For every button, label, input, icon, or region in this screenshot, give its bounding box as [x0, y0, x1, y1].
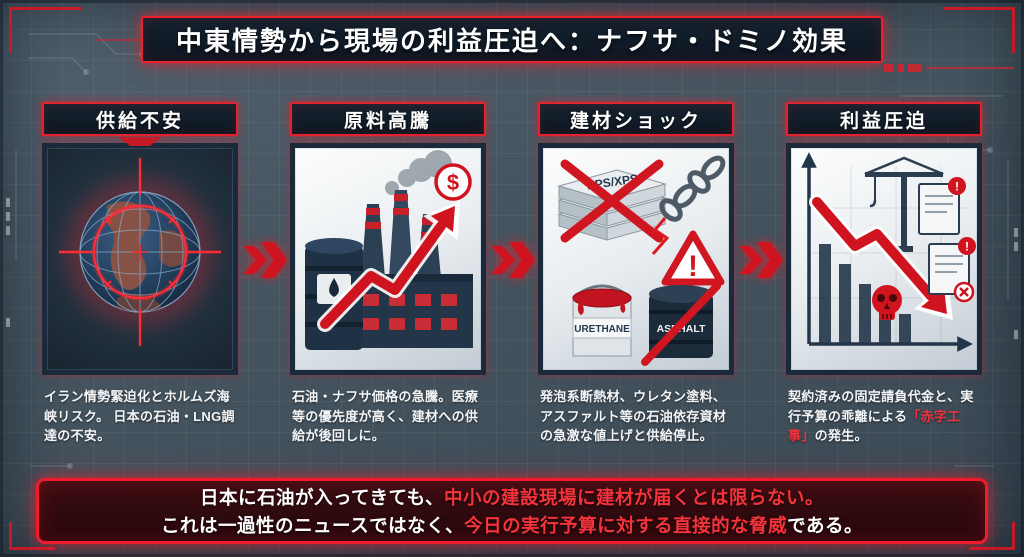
corner-bracket-top-left	[9, 7, 81, 53]
conclusion-line-2: これは一過性のニュースではなく、今日の実行予算に対する直接的な脅威である。	[39, 512, 985, 538]
prohibition-slash-icon	[641, 282, 721, 366]
document-icon: !	[918, 177, 966, 235]
materials-shock-icon: EPS/XPS !	[557, 155, 726, 366]
reject-badge-icon	[953, 281, 975, 303]
header-notch	[118, 137, 162, 146]
conclusion-text: 日本に石油が入ってきても、	[199, 487, 445, 508]
conclusion-emphasis: 中小の建設現場に建材が届くとは限らない。	[444, 487, 825, 508]
flow-arrow-1	[241, 240, 287, 280]
deficit-work-highlight: 「赤字工事」	[788, 408, 961, 444]
oil-drop-icon	[329, 278, 339, 297]
alert-label: !	[965, 240, 969, 254]
profit-collapse-icon: ! !	[801, 152, 976, 352]
panel-supply-anxiety: 供給不安	[42, 102, 238, 446]
urethane-label: URETHANE	[574, 324, 630, 335]
warning-label: !	[688, 250, 698, 283]
panel-material-shock: 建材ショック EPS/XPS	[538, 102, 734, 446]
globe-crosshair-icon	[59, 158, 221, 346]
flow-panels: 供給不安	[42, 102, 982, 446]
alert-label: !	[955, 180, 959, 194]
panel-illustration-frame: $	[290, 143, 486, 375]
panel-illustration-frame	[42, 143, 238, 375]
panel-header-label: 原料高騰	[343, 110, 432, 132]
conclusion-text: である。	[787, 515, 863, 536]
panel-caption: イラン情勢緊迫化とホルムズ海峡リスク。 日本の石油・LNG調達の不安。	[44, 389, 235, 443]
chain-icon	[659, 155, 726, 222]
double-chevron-right-icon	[739, 242, 783, 278]
dollar-label: $	[447, 170, 459, 195]
flow-arrow-3	[737, 240, 783, 280]
panel-header: 利益圧迫	[786, 102, 982, 136]
title-banner: 中東情勢から現場の利益圧迫へ：ナフサ・ドミノ効果	[141, 16, 883, 63]
conclusion-emphasis: 今日の実行予算に対する直接的な脅威	[464, 515, 788, 536]
panel-header-label: 利益圧迫	[839, 110, 928, 132]
panel-profit-squeeze: 利益圧迫	[786, 102, 982, 446]
red-x-icon	[560, 159, 664, 243]
panel-illustration-frame: ! !	[786, 143, 982, 375]
rising-arrow-icon	[317, 201, 460, 332]
panel-header: 原料高騰	[290, 102, 486, 136]
caption-text: 契約済みの固定請負代金と、実行予算の乖離による	[788, 389, 974, 424]
edge-tick-marks	[6, 198, 1018, 339]
conclusion-line-1: 日本に石油が入ってきても、中小の建設現場に建材が届くとは限らない。	[39, 484, 985, 510]
crosshair-icon	[59, 158, 221, 346]
crack-icon	[651, 217, 670, 255]
panel-caption: 石油・ナフサ価格の急騰。医療等の優先度が高く、建材への供給が後回しに。	[292, 389, 479, 443]
panel-header: 建材ショック	[538, 102, 734, 136]
warning-triangle-icon: !	[661, 230, 725, 286]
alert-badge-icon	[958, 237, 976, 255]
panel-caption: 契約済みの固定請負代金と、実行予算の乖離による「赤字工事」の発生。	[786, 387, 982, 446]
panel-raw-material-surge: 原料高騰	[290, 102, 486, 446]
skull-icon	[872, 285, 902, 320]
conclusion-text: これは一過性のニュースではなく、	[161, 515, 465, 536]
corner-bracket-top-right	[943, 7, 1015, 53]
page-title: 中東情勢から現場の利益圧迫へ：ナフサ・ドミノ効果	[175, 26, 848, 56]
panel-illustration-frame: EPS/XPS !	[538, 143, 734, 375]
panel-caption: 発泡系断熱材、ウレタン塗料、アスファルト等の石油依存資材の急激な値上げと供給停止…	[540, 389, 727, 443]
caption-text: の発生。	[814, 428, 868, 443]
double-chevron-right-icon	[243, 242, 287, 278]
dollar-coin-icon: $	[434, 163, 472, 201]
oil-price-surge-icon: $	[305, 150, 473, 350]
alert-badge-icon	[948, 177, 966, 195]
double-chevron-right-icon	[491, 242, 535, 278]
paint-can-icon: URETHANE	[572, 284, 632, 357]
conclusion-banner: 日本に石油が入ってきても、中小の建設現場に建材が届くとは限らない。 これは一過性…	[36, 478, 988, 544]
panel-header-label: 供給不安	[95, 110, 184, 132]
corner-bracket-bottom-right	[969, 522, 1015, 550]
document-icon: !	[928, 237, 976, 303]
asphalt-drum-icon: ASPHALT	[641, 282, 721, 366]
red-pixel-marks	[884, 64, 922, 72]
panel-header: 供給不安	[42, 102, 238, 136]
panel-header-label: 建材ショック	[569, 110, 702, 132]
corner-bracket-bottom-left	[9, 522, 55, 550]
crane-icon	[864, 156, 944, 252]
flow-arrow-2	[489, 240, 535, 280]
